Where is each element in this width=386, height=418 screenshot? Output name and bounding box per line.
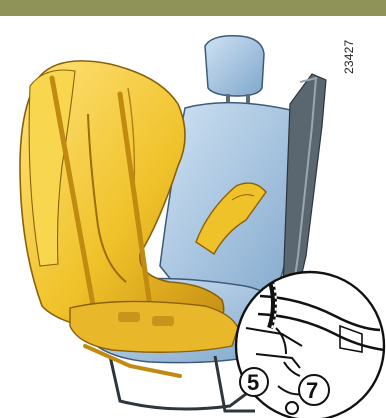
- headrest: [205, 36, 264, 110]
- callout-5: 5: [240, 368, 268, 396]
- header-band: [0, 0, 386, 16]
- child-seat-illustration: 5 7: [0, 16, 386, 418]
- callout-7: 7: [299, 375, 329, 405]
- callout-7-label: 7: [306, 378, 318, 403]
- child-seat-base: [70, 301, 238, 352]
- callout-5-label: 5: [247, 370, 259, 395]
